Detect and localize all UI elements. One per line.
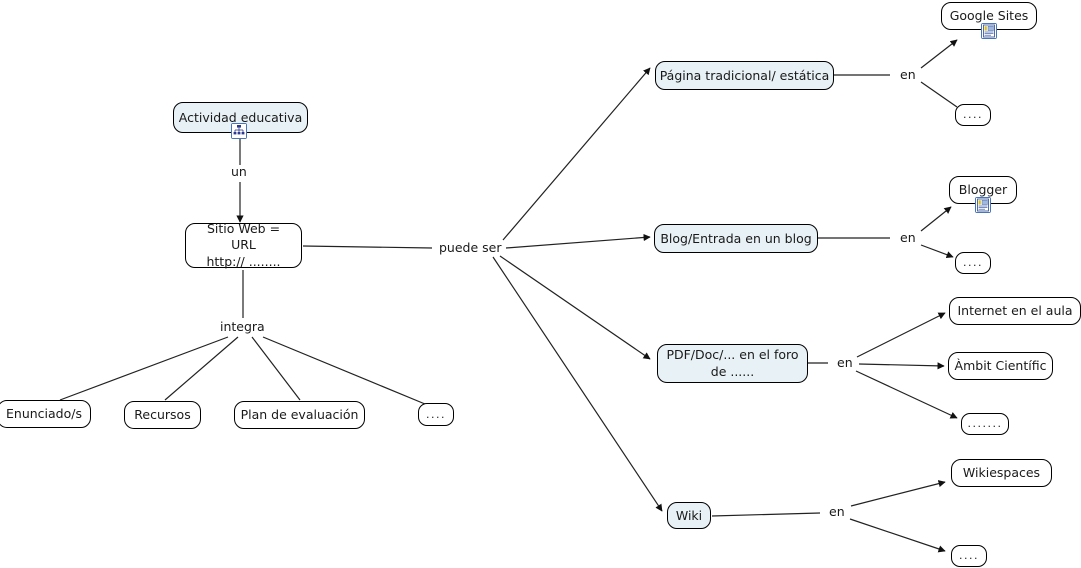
link-label-en-blog: en — [897, 231, 919, 245]
node-pagina-dots-label: .... — [963, 108, 983, 122]
edge-puedeser-pagina — [502, 67, 651, 241]
edge-en-internetaula — [856, 312, 946, 358]
edge-integra-dots — [262, 336, 426, 405]
node-blog-entrada-label: Blog/Entrada en un blog — [660, 230, 812, 246]
node-wiki[interactable]: Wiki — [667, 502, 711, 529]
node-pagina-tradicional[interactable]: Página tradicional/ estática — [655, 61, 834, 90]
document-resource-icon[interactable] — [975, 197, 991, 213]
link-label-puede-ser: puede ser — [436, 241, 505, 255]
node-actividad-educativa-label: Actividad educativa — [178, 109, 303, 125]
node-blog-entrada[interactable]: Blog/Entrada en un blog — [654, 224, 818, 253]
edge-integra-plan — [251, 336, 301, 401]
node-ambit-cientific[interactable]: Àmbit Científic — [948, 352, 1053, 380]
node-wikiespaces-label: Wikiespaces — [962, 465, 1041, 481]
edge-integra-enunciados — [59, 336, 229, 401]
node-sitio-web-line1: Sitio Web = URL — [206, 221, 281, 253]
edge-en-blogdots — [920, 244, 954, 259]
node-sitio-web[interactable]: Sitio Web = URL http:// ........ — [185, 221, 302, 269]
link-label-integra: integra — [217, 320, 268, 334]
node-sitio-web-line2: http:// ........ — [206, 253, 281, 269]
edge-puedeser-pdf — [499, 255, 651, 360]
node-pdf-dots-label: ....... — [967, 417, 1003, 431]
node-plan-evaluacion-label: Plan de evaluación — [240, 407, 359, 423]
node-pdf-doc[interactable]: PDF/Doc/... en el foro de ...... — [657, 344, 808, 383]
edge-en-pdfdots — [855, 370, 958, 419]
node-blog-dots[interactable]: .... — [955, 252, 991, 274]
node-integra-dots-label: .... — [426, 407, 446, 421]
node-wiki-dots[interactable]: .... — [951, 545, 987, 567]
node-recursos[interactable]: Recursos — [124, 401, 201, 429]
node-pdf-doc-line1: PDF/Doc/... en el foro — [666, 347, 799, 363]
edge-en-googlesites — [920, 39, 958, 69]
node-enunciados[interactable]: Enunciado/s — [0, 400, 91, 428]
document-resource-icon[interactable] — [981, 23, 997, 39]
node-pagina-dots[interactable]: .... — [955, 104, 991, 126]
edge-sitioweb-puedeser — [302, 245, 433, 249]
node-blog-dots-label: .... — [963, 256, 983, 270]
node-wiki-dots-label: .... — [959, 549, 979, 563]
edge-integra-recursos — [164, 336, 239, 401]
node-pagina-tradicional-label: Página tradicional/ estática — [659, 67, 830, 83]
edge-en-ambit — [858, 362, 945, 370]
link-label-en-wiki: en — [826, 505, 848, 519]
edge-wiki-en — [711, 512, 821, 517]
edge-en-paginadots — [920, 81, 958, 108]
edge-en-blogger — [920, 206, 952, 232]
link-label-en-pdf: en — [834, 356, 856, 370]
node-pdf-doc-line2: de ...... — [710, 363, 755, 379]
edge-en-wikidots — [849, 518, 946, 553]
node-integra-dots[interactable]: .... — [418, 403, 454, 426]
node-pdf-dots[interactable]: ....... — [961, 413, 1009, 435]
node-wiki-label: Wiki — [675, 507, 703, 523]
node-wikiespaces[interactable]: Wikiespaces — [951, 459, 1052, 487]
link-label-un: un — [228, 165, 250, 179]
node-plan-evaluacion[interactable]: Plan de evaluación — [234, 401, 365, 429]
edge-puedeser-blog — [505, 233, 651, 249]
edge-puedeser-wiki — [492, 256, 663, 512]
node-internet-aula[interactable]: Internet en el aula — [949, 297, 1081, 325]
concept-map-icon[interactable] — [231, 123, 247, 139]
node-recursos-label: Recursos — [134, 407, 191, 423]
node-enunciados-label: Enunciado/s — [6, 406, 82, 422]
link-label-en-pagina: en — [897, 68, 919, 82]
edge-en-wikiespaces — [850, 480, 946, 507]
node-google-sites-label: Google Sites — [949, 8, 1029, 24]
node-internet-aula-label: Internet en el aula — [957, 303, 1073, 319]
node-ambit-cientific-label: Àmbit Científic — [954, 358, 1047, 374]
node-blogger-label: Blogger — [958, 182, 1008, 198]
